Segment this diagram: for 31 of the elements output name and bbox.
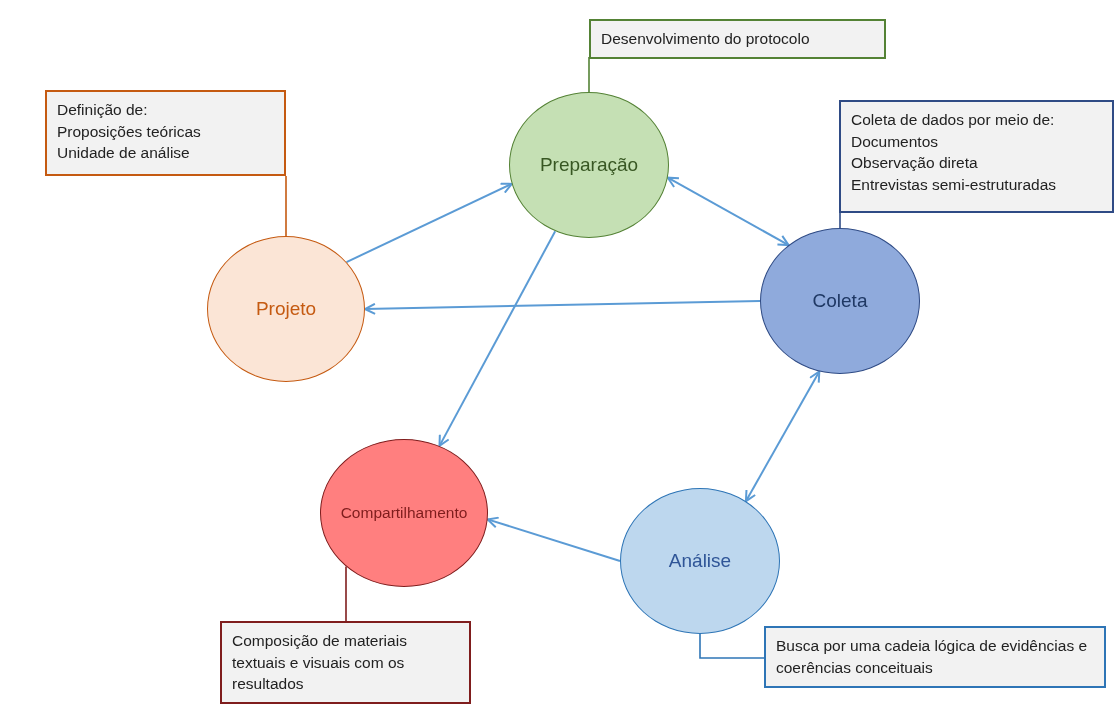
note-box xyxy=(589,19,886,59)
leader-line xyxy=(285,175,287,237)
arrow xyxy=(364,300,761,315)
note-text: Definição de: xyxy=(57,100,149,120)
arrow xyxy=(744,370,821,503)
leader-line xyxy=(699,633,765,659)
note-box xyxy=(220,621,471,704)
stage-label: Compartilhamento xyxy=(340,504,468,522)
note-text: Documentos xyxy=(851,131,939,152)
note-text: Proposições teóricas xyxy=(57,121,202,142)
note-text: Busca por uma cadeia lógica de evidências e coerências conceituais xyxy=(776,636,1089,678)
note-box xyxy=(764,626,1106,688)
note-text: Unidade de análise xyxy=(57,143,191,164)
arrow xyxy=(486,516,621,562)
note-box xyxy=(839,100,1114,213)
note-text: Observação direta xyxy=(851,153,979,174)
stage-label: Análise xyxy=(668,550,732,572)
note-box xyxy=(45,90,286,176)
leader-line xyxy=(345,565,347,622)
arrow xyxy=(666,176,790,247)
note-text: Desenvolvimento do protocolo xyxy=(601,29,811,49)
note-text: Coleta de dados por meio de: xyxy=(851,110,1056,130)
leader-line xyxy=(839,212,841,229)
stage-label: Preparação xyxy=(539,154,639,176)
arrow xyxy=(438,230,557,447)
arrow xyxy=(345,182,513,264)
stage-label: Coleta xyxy=(812,290,868,312)
stage-label: Projeto xyxy=(255,298,317,320)
note-text: Entrevistas semi-estruturadas xyxy=(851,175,1058,196)
note-text: Composição de materiais textuais e visuais com os resultados xyxy=(232,631,408,695)
leader-line xyxy=(588,56,590,93)
